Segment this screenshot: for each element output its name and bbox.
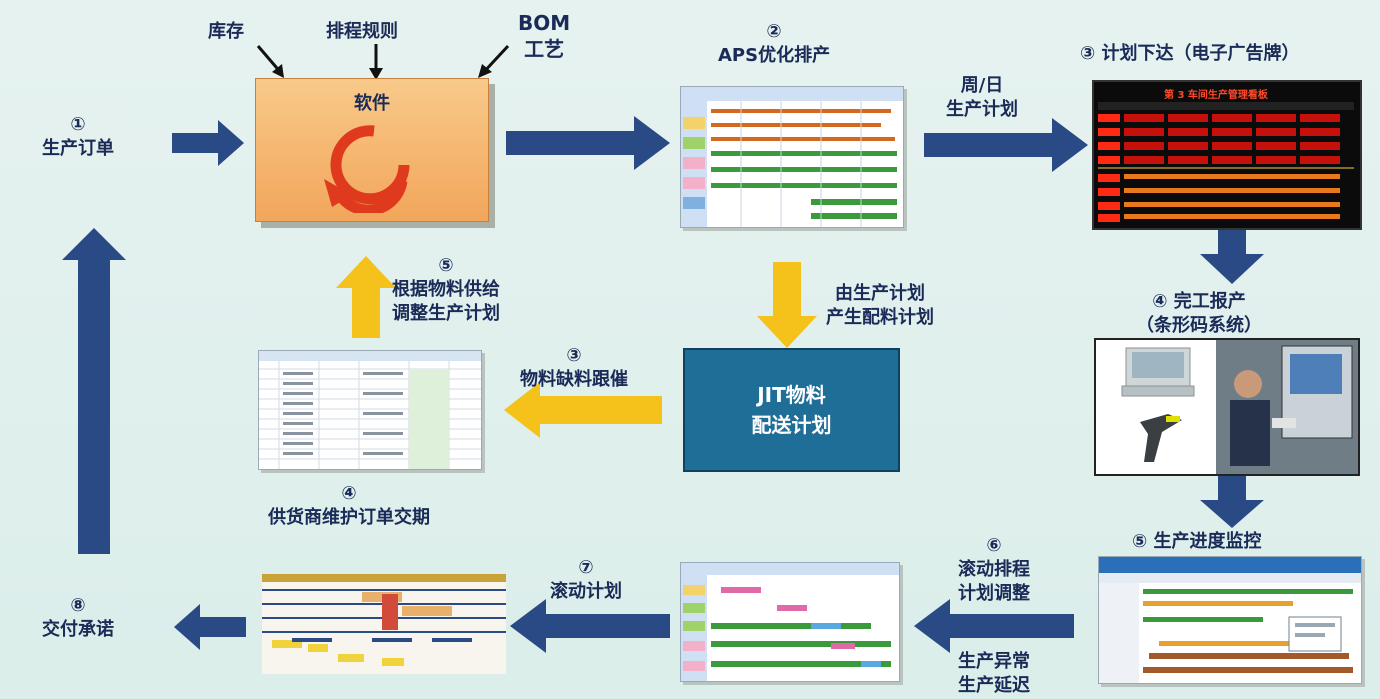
label-bom-line2: 工艺 <box>524 37 565 61</box>
jit-line1: JIT物料 <box>757 383 826 407</box>
arrow-aps-to-board <box>924 118 1088 172</box>
arrow-aps-to-jit <box>757 262 817 348</box>
label-material-plan-line2: 产生配料计划 <box>826 307 934 328</box>
arrow-inventory <box>256 44 288 80</box>
rolling-schedule-thumbnail <box>680 562 900 682</box>
label-adjust-by-supply-line1: 根据物料供给 <box>392 279 500 300</box>
label-supplier-text: 供货商维护订单交期 <box>268 507 430 528</box>
label-material-plan: 由生产计划 产生配料计划 <box>826 282 934 330</box>
board-title: 第 3 车间生产管理看板 <box>1164 90 1268 101</box>
label-inventory: 库存 <box>208 21 244 42</box>
arrow-software-to-aps <box>506 116 670 170</box>
label-bom-line1: BOM <box>518 11 571 35</box>
label-delivery-promise: ⑧ 交付承诺 <box>42 594 114 642</box>
label-supplier: ④ 供货商维护订单交期 <box>268 482 430 530</box>
barcode-system-photo <box>1094 338 1360 476</box>
label-exceptions-line2: 生产延迟 <box>958 675 1030 696</box>
label-production-order: ① 生产订单 <box>42 113 114 161</box>
label-supplier-num: ④ <box>341 483 357 504</box>
label-completion-report-line1: ④ 完工报产 <box>1152 291 1246 312</box>
label-rolling-plan-text: 滚动计划 <box>550 581 622 602</box>
arrow-rolling-to-gantt <box>510 599 670 653</box>
label-delivery-promise-num: ⑧ <box>70 595 86 616</box>
electronic-board: 第 3 车间生产管理看板 <box>1092 80 1362 230</box>
label-week-day-plan-line2: 生产计划 <box>946 99 1018 120</box>
label-plan-release: ③ 计划下达（电子广告牌） <box>1080 43 1300 64</box>
label-rolling-adjust: ⑥ 滚动排程 计划调整 <box>958 534 1030 606</box>
arrow-monitor-to-rolling <box>914 599 1074 653</box>
arrow-gantt-to-delivery <box>174 604 246 650</box>
arrow-jit-to-shortage <box>504 382 662 438</box>
label-rolling-adjust-line1: 滚动排程 <box>958 559 1030 580</box>
arrow-delivery-to-order <box>62 228 126 554</box>
arrow-board-to-barcode <box>1200 230 1264 284</box>
cycle-icon <box>324 125 410 213</box>
label-shortage-text: 物料缺料跟催 <box>520 369 628 390</box>
label-material-plan-line1: 由生产计划 <box>835 283 925 304</box>
jit-line2: 配送计划 <box>751 413 832 437</box>
label-rolling-adjust-line2: 计划调整 <box>958 583 1030 604</box>
label-aps-text: APS优化排产 <box>718 45 831 66</box>
arrow-supply-to-software <box>336 256 396 338</box>
label-rolling-adjust-num: ⑥ <box>986 535 1002 556</box>
label-week-day-plan-line1: 周/日 <box>960 75 1004 96</box>
label-exceptions: 生产异常 生产延迟 <box>958 650 1030 698</box>
supplier-spreadsheet-thumbnail <box>258 350 482 470</box>
arrow-order-to-software <box>172 120 244 166</box>
software-title: 软件 <box>354 93 390 114</box>
label-shortage-num: ③ <box>566 345 582 366</box>
label-completion-report-line2: （条形码系统） <box>1136 315 1262 336</box>
label-exceptions-line1: 生产异常 <box>958 651 1030 672</box>
label-rolling-plan-num: ⑦ <box>578 557 594 578</box>
label-week-day-plan: 周/日 生产计划 <box>946 74 1018 122</box>
arrow-bom <box>474 44 510 80</box>
label-adjust-by-supply-line2: 调整生产计划 <box>392 303 500 324</box>
arrow-barcode-to-monitor <box>1200 476 1264 528</box>
label-completion-report: ④ 完工报产 （条形码系统） <box>1136 290 1262 338</box>
label-progress-monitor: ⑤ 生产进度监控 <box>1132 531 1262 552</box>
label-production-order-num: ① <box>70 114 86 135</box>
software-box: 软件 <box>255 78 489 222</box>
label-delivery-promise-text: 交付承诺 <box>42 619 114 640</box>
label-aps-num: ② <box>766 21 782 42</box>
progress-monitor-thumbnail <box>1098 556 1362 684</box>
label-adjust-by-supply-num: ⑤ <box>438 255 454 276</box>
label-aps: ② APS优化排产 <box>718 20 830 68</box>
label-shortage: ③ 物料缺料跟催 <box>520 344 628 392</box>
label-rolling-plan: ⑦ 滚动计划 <box>550 556 622 604</box>
label-adjust-by-supply: ⑤ 根据物料供给 调整生产计划 <box>392 254 500 326</box>
aps-schedule-thumbnail <box>680 86 904 228</box>
arrow-scheduling-rules <box>366 44 386 80</box>
label-bom: BOM 工艺 <box>518 10 570 62</box>
jit-delivery-plan-box: JIT物料 配送计划 <box>683 348 900 472</box>
gantt-chart-thumbnail <box>262 574 506 674</box>
label-scheduling-rules: 排程规则 <box>326 21 398 42</box>
label-production-order-text: 生产订单 <box>42 138 114 159</box>
